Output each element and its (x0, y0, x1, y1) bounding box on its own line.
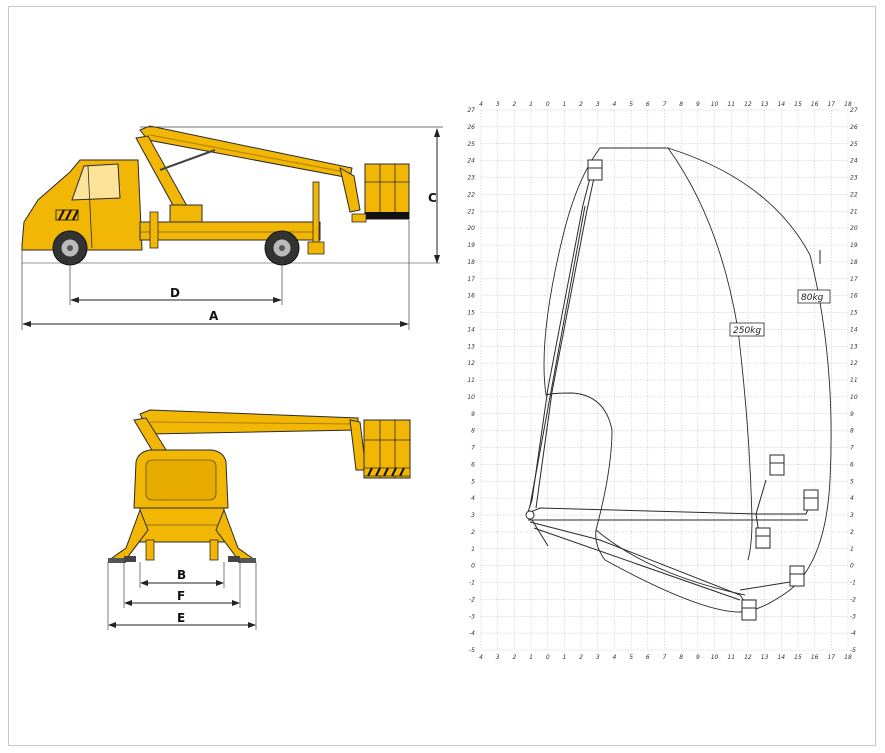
figure-frame (8, 6, 876, 746)
